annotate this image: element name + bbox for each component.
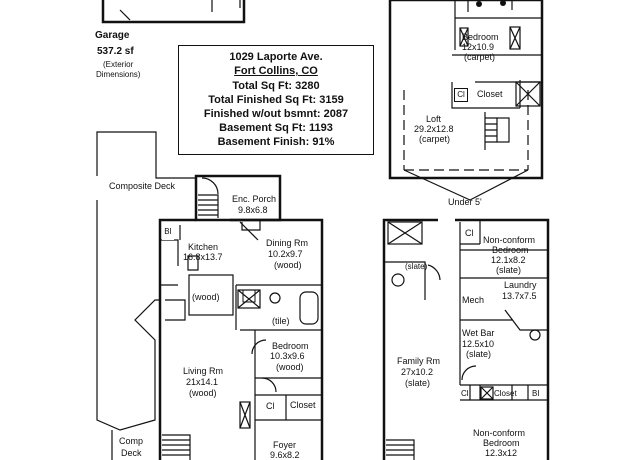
dining-dim: 10.2x9.7: [268, 249, 303, 259]
main-bedroom-name: Bedroom: [272, 341, 309, 351]
main-bedroom-dim: 10.3x9.6: [270, 351, 305, 361]
nc-bedroom2-name1: Non-conform: [473, 428, 526, 438]
enc-porch-dim: 9.8x6.8: [238, 205, 268, 215]
basement-closet-label: Closet: [494, 389, 517, 398]
nc-bedroom2-dim: 12.3x12: [485, 448, 518, 458]
basement-bi-label: BI: [532, 389, 540, 398]
upper-closet-label: Closet: [477, 89, 503, 99]
laundry-name: Laundry: [504, 280, 537, 290]
enc-porch-name: Enc. Porch: [232, 194, 277, 204]
basement-cl2-label: Cl: [461, 389, 469, 398]
garage-walls: [101, 0, 246, 24]
main-closet-label: Closet: [290, 400, 316, 410]
under-5ft-label: Under 5': [448, 197, 482, 207]
basement-bath-floor: (slate): [405, 262, 428, 271]
bath-tile-floor: (tile): [272, 316, 290, 326]
main-bedroom-floor: (wood): [276, 362, 304, 372]
enc-porch-walls: [194, 174, 282, 222]
loft-floor: (carpet): [419, 134, 451, 144]
loft-name: Loft: [426, 114, 442, 124]
loft-dim: 29.2x12.8: [414, 124, 454, 134]
garage-label: Garage: [95, 30, 130, 41]
total-finished-sqft: Total Finished Sq Ft: 3159: [208, 94, 344, 106]
nc-bedroom1-floor: (slate): [496, 265, 522, 275]
composite-deck-outline: [96, 131, 196, 431]
nc-bedroom1-name2: Bedroom: [492, 245, 529, 255]
upper-floor-outline: [388, 0, 544, 180]
basement-outline: [382, 218, 550, 460]
total-sqft: Total Sq Ft: 3280: [232, 80, 320, 92]
dining-name: Dining Rm: [266, 238, 309, 248]
family-name: Family Rm: [397, 356, 440, 366]
basement-cl1-label: Cl: [465, 228, 474, 238]
upper-cl-tag: Cl: [454, 88, 468, 102]
city: Fort Collins, CO: [234, 65, 318, 77]
comp-deck-label-line2: Deck: [121, 448, 142, 458]
wet-bar-floor: (slate): [466, 349, 492, 359]
upper-bedroom-name: Bedroom: [462, 32, 499, 42]
living-name: Living Rm: [183, 366, 224, 376]
foyer-dim: 9.6x8.2: [270, 450, 300, 460]
laundry-dim: 13.7x7.5: [502, 291, 537, 301]
wet-bar-name: Wet Bar: [462, 328, 495, 338]
mech-label: Mech: [462, 295, 485, 305]
upper-bedroom-floor: (carpet): [464, 52, 496, 62]
garage-area: 537.2 sf: [97, 46, 134, 57]
basement-finish: Basement Finish: 91%: [217, 136, 335, 148]
garage-note-line1: (Exterior: [103, 60, 134, 69]
main-bi-label: BI: [162, 226, 174, 240]
family-floor: (slate): [405, 378, 431, 388]
living-floor: (wood): [189, 388, 217, 398]
kitchen-name: Kitchen: [188, 242, 219, 252]
wet-bar-dim: 12.5x10: [462, 339, 495, 349]
foyer-name: Foyer: [273, 440, 297, 450]
nc-bedroom1-name1: Non-conform: [483, 235, 536, 245]
address: 1029 Laporte Ave.: [229, 51, 323, 63]
upper-bedroom-dim: 12x10.9: [462, 42, 495, 52]
finished-without-basement: Finished w/out bsmnt: 2087: [203, 108, 349, 120]
main-cl-label: Cl: [266, 401, 275, 411]
living-dim: 21x14.1: [186, 377, 219, 387]
kitchen-dim: 16.8x13.7: [183, 252, 223, 262]
dining-floor: (wood): [274, 260, 302, 270]
basement-sqft: Basement Sq Ft: 1193: [219, 122, 333, 134]
nc-bedroom1-dim: 12.1x8.2: [491, 255, 526, 265]
comp-deck-label-line1: Comp: [119, 436, 144, 446]
kitchen-floor: (wood): [192, 292, 220, 302]
composite-deck-label: Composite Deck: [109, 181, 176, 191]
family-dim: 27x10.2: [401, 367, 434, 377]
nc-bedroom2-name2: Bedroom: [483, 438, 520, 448]
garage-note-line2: Dimensions): [96, 70, 141, 79]
property-info-box: 1029 Laporte Ave. Fort Collins, CO Total…: [178, 45, 374, 155]
